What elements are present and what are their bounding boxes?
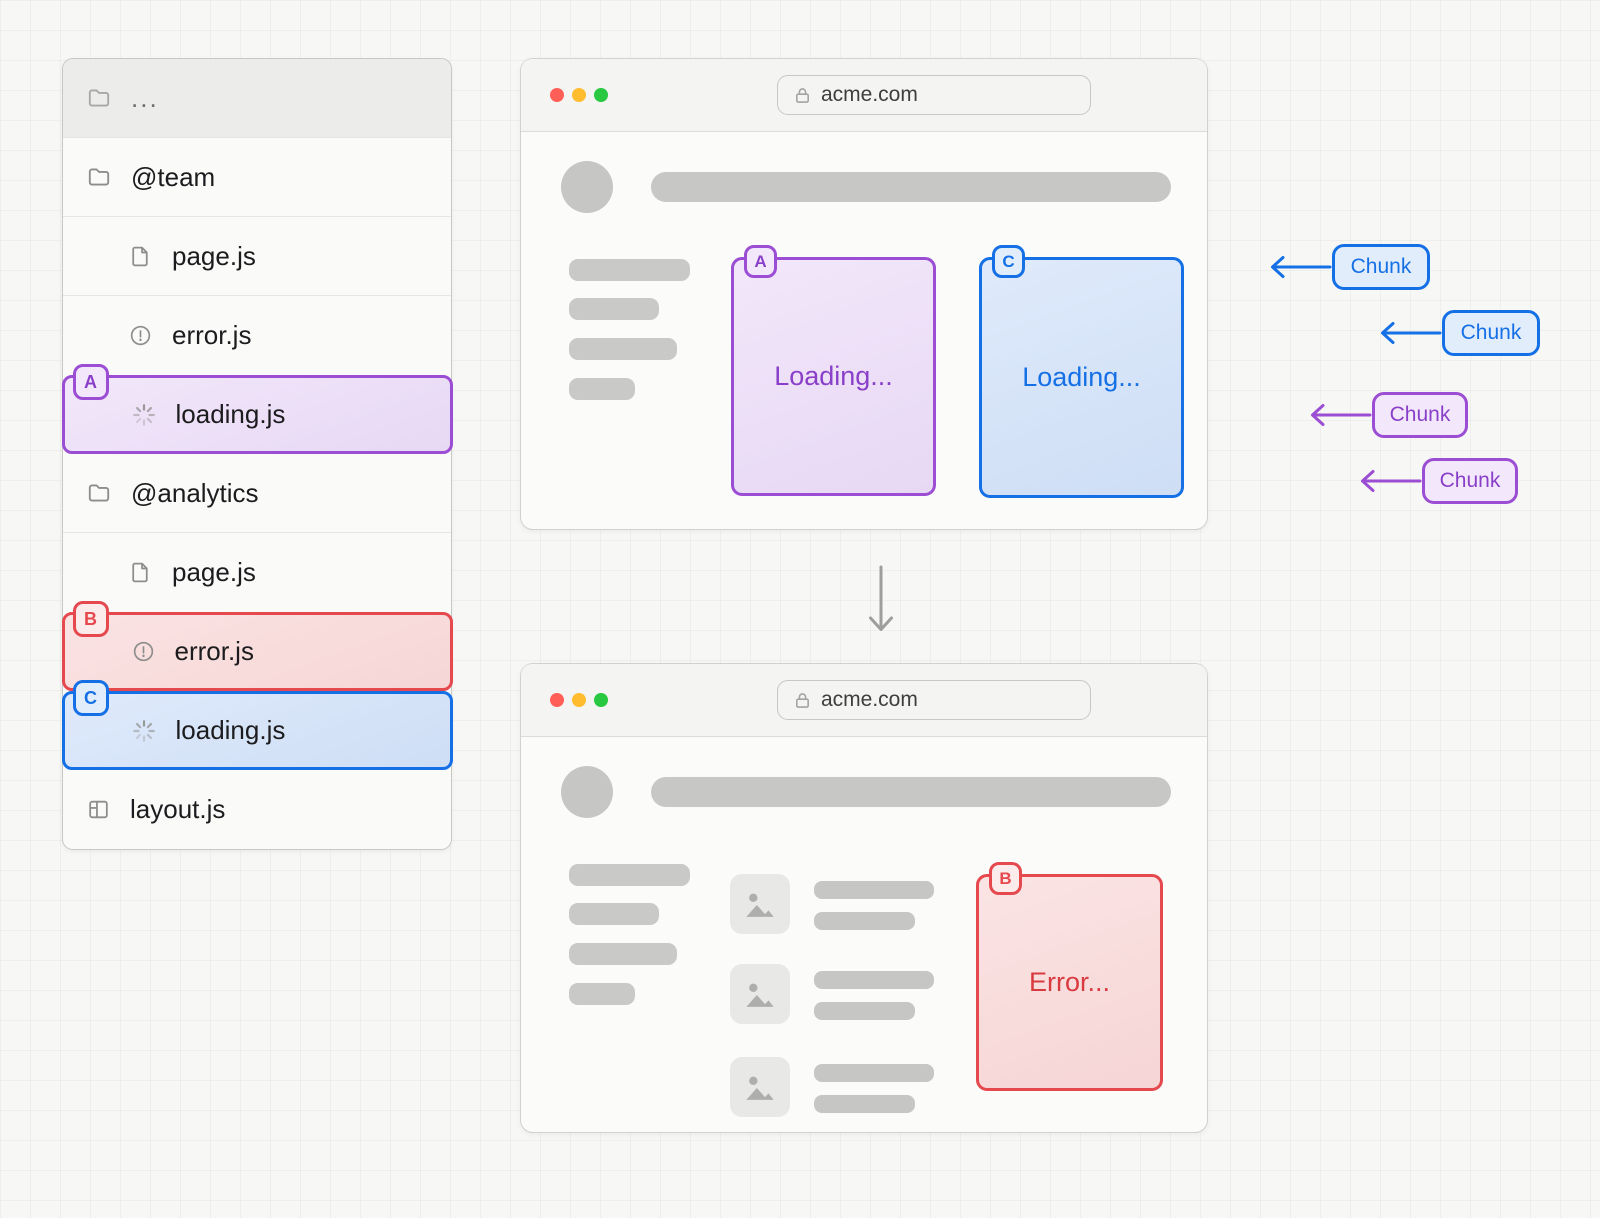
url-text: acme.com	[821, 83, 918, 106]
loading-text: Loading...	[1022, 362, 1141, 392]
tree-row-analytics-page: page.js	[63, 533, 451, 612]
image-placeholder	[730, 1057, 790, 1117]
layout-icon	[86, 797, 111, 822]
badge-a: A	[744, 245, 777, 278]
tree-row-label: loading.js	[175, 715, 286, 745]
arrow-left-icon	[1361, 470, 1422, 492]
badge-c: C	[992, 245, 1025, 278]
skeleton-bar	[569, 259, 690, 281]
avatar-placeholder	[561, 161, 613, 213]
skeleton-bar	[569, 943, 677, 965]
arrow-left-icon	[1311, 404, 1372, 426]
chunk-badge: Chunk	[1422, 458, 1518, 504]
minimize-button	[572, 693, 586, 707]
folder-icon	[86, 85, 112, 111]
badge-b: B	[989, 862, 1022, 895]
folder-icon	[86, 164, 112, 190]
tree-row-team-error: error.js	[63, 296, 451, 375]
skeleton-bar	[814, 1002, 915, 1020]
url-text: acme.com	[821, 688, 918, 711]
skeleton-bar	[814, 971, 934, 989]
lock-icon	[792, 690, 813, 711]
chunk-label: Chunk	[1460, 321, 1522, 344]
tree-row-label: error.js	[174, 636, 254, 666]
skeleton-bar	[569, 338, 677, 360]
title-skeleton-bar	[651, 172, 1171, 202]
chunk-badge: Chunk	[1442, 310, 1540, 356]
chunk-label: Chunk	[1350, 255, 1412, 278]
skeleton-bar	[814, 1064, 934, 1082]
title-skeleton-bar	[651, 777, 1171, 807]
traffic-lights	[550, 693, 608, 707]
close-button	[550, 693, 564, 707]
image-placeholder	[730, 874, 790, 934]
avatar-placeholder	[561, 766, 613, 818]
tree-row-label: error.js	[172, 320, 252, 350]
maximize-button	[594, 693, 608, 707]
lock-icon	[792, 85, 813, 106]
spinner-icon	[131, 402, 157, 428]
skeleton-bar	[814, 912, 915, 930]
loading-card-c: C Loading...	[979, 245, 1184, 498]
tree-row-label: layout.js	[130, 794, 226, 824]
arrow-down-icon	[869, 565, 893, 631]
tree-row-team: @team	[63, 138, 451, 217]
error-card-b: B Error...	[976, 862, 1163, 1091]
tree-row-root: ...	[63, 59, 451, 138]
chunk-badge: Chunk	[1332, 244, 1430, 290]
minimize-button	[572, 88, 586, 102]
tree-row-label: loading.js	[175, 399, 286, 429]
skeleton-bar	[814, 881, 934, 899]
browser-header: acme.com	[521, 59, 1207, 132]
file-icon	[128, 560, 153, 585]
photo-icon	[746, 983, 774, 1007]
browser-window-loading: acme.com A Loading... C Loading...	[520, 58, 1208, 530]
tree-row-label: @team	[131, 161, 216, 192]
spinner-icon	[131, 718, 157, 744]
chunk-label: Chunk	[1389, 403, 1451, 426]
arrow-left-icon	[1271, 256, 1332, 278]
tree-row-label: ...	[131, 82, 159, 113]
loading-text: Loading...	[774, 361, 893, 391]
tree-row-analytics-error: B error.js	[61, 601, 453, 691]
skeleton-bar	[569, 983, 635, 1005]
alert-circle-icon	[128, 323, 153, 348]
file-tree-panel: ... @team page.js error.js A loadi	[61, 58, 453, 850]
file-icon	[128, 244, 153, 269]
maximize-button	[594, 88, 608, 102]
close-button	[550, 88, 564, 102]
badge-b: B	[72, 601, 109, 637]
skeleton-bar	[569, 378, 635, 400]
image-placeholder	[730, 964, 790, 1024]
photo-icon	[746, 1076, 774, 1100]
photo-icon	[746, 893, 774, 917]
skeleton-bar	[569, 864, 690, 886]
arrow-left-icon	[1381, 322, 1442, 344]
tree-row-label: page.js	[172, 557, 256, 587]
tree-row-label: @analytics	[131, 477, 259, 508]
tree-row-layout: layout.js	[63, 770, 451, 849]
url-bar: acme.com	[777, 75, 1091, 115]
skeleton-bar	[814, 1095, 915, 1113]
folder-icon	[86, 480, 112, 506]
browser-header: acme.com	[521, 664, 1207, 737]
url-bar: acme.com	[777, 680, 1091, 720]
badge-a: A	[72, 364, 109, 400]
skeleton-bar	[569, 298, 659, 320]
browser-window-error: acme.com B Error...	[520, 663, 1208, 1133]
chunk-badge: Chunk	[1372, 392, 1468, 438]
loading-card-a: A Loading...	[731, 245, 936, 496]
badge-c: C	[72, 680, 109, 716]
tree-row-analytics: @analytics	[63, 454, 451, 533]
tree-row-label: page.js	[172, 240, 256, 271]
tree-row-team-loading: A loading.js	[61, 364, 453, 454]
skeleton-bar	[569, 903, 659, 925]
error-text: Error...	[1028, 967, 1110, 997]
tree-row-analytics-loading: C loading.js	[61, 680, 453, 770]
alert-circle-icon	[131, 639, 156, 664]
chunk-label: Chunk	[1439, 469, 1501, 492]
tree-row-team-page: page.js	[63, 217, 451, 296]
traffic-lights	[550, 88, 608, 102]
